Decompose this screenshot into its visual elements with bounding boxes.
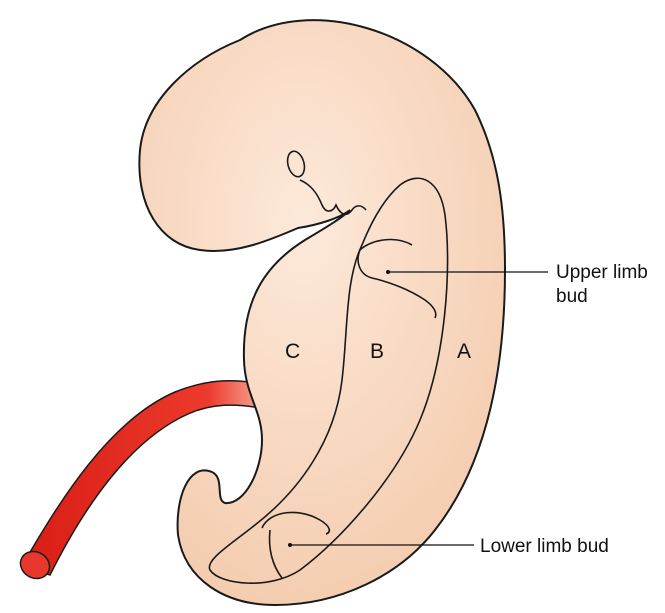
lower-limb-bud-label: Lower limb bud xyxy=(480,536,609,557)
region-label-a: A xyxy=(457,340,471,363)
region-label-c: C xyxy=(285,340,300,363)
region-label-b: B xyxy=(370,340,384,363)
upper-limb-bud-label-line1: Upper limb xyxy=(556,262,648,283)
embryo-body xyxy=(139,20,505,605)
upper-limb-bud-label-line2: bud xyxy=(556,286,588,307)
